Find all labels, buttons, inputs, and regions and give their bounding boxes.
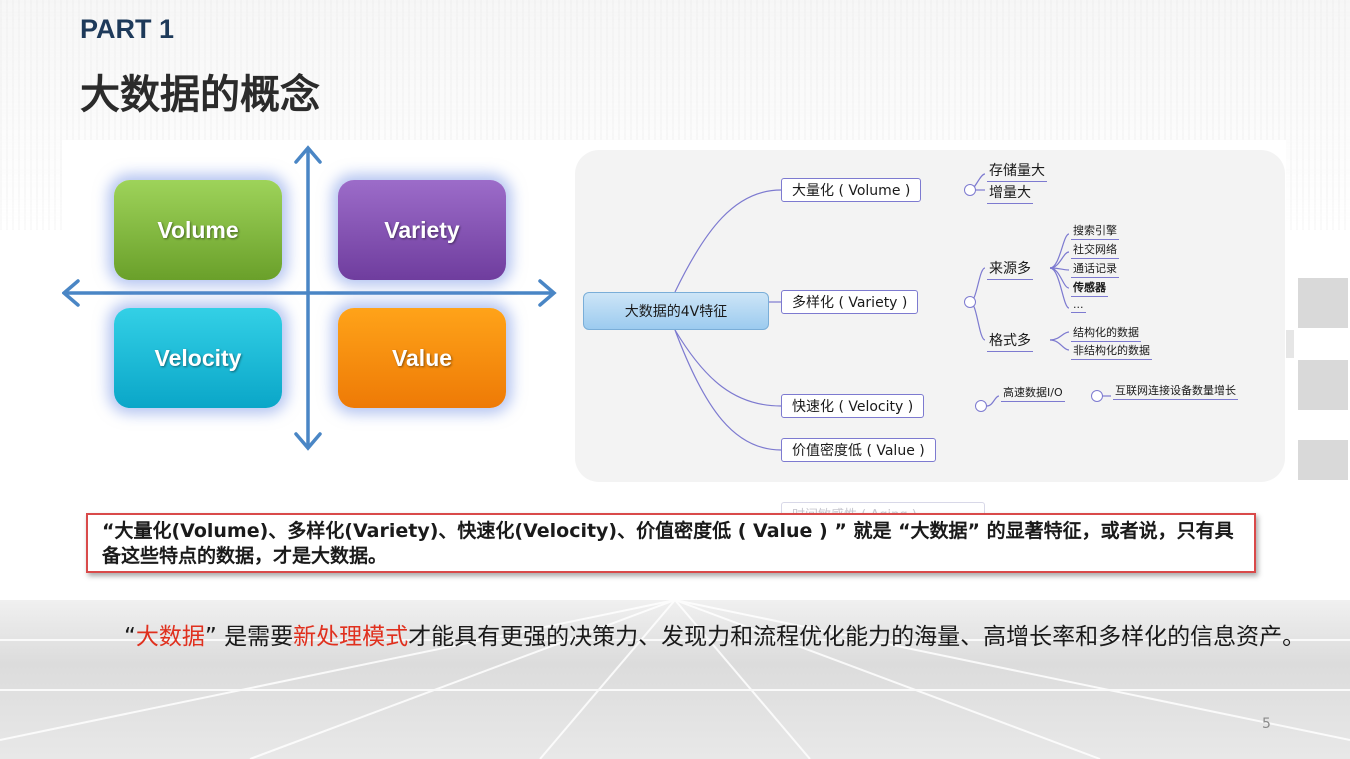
velocity-box: Velocity — [114, 308, 282, 408]
side-squares — [1280, 270, 1350, 500]
branch-velocity: 快速化 ( Velocity ) — [781, 394, 925, 418]
group-sources: 来源多 — [987, 258, 1033, 280]
quadrant-axes — [62, 145, 557, 451]
highlight-big-data: 大数据 — [135, 624, 205, 650]
collapse-icon — [964, 296, 976, 308]
variety-box: Variety — [338, 180, 506, 280]
page-number: 5 — [1262, 716, 1271, 732]
branch-volume: 大量化 ( Volume ) — [781, 178, 922, 202]
leaf-search-engine: 搜索引擎 — [1071, 222, 1119, 240]
branch-value: 价值密度低 ( Value ) — [781, 438, 936, 462]
branch-variety: 多样化 ( Variety ) — [781, 290, 919, 314]
leaf-call-records: 通话记录 — [1071, 260, 1119, 278]
leaf-unstructured: 非结构化的数据 — [1071, 342, 1152, 360]
leaf-sensor: 传感器 — [1071, 279, 1108, 297]
collapse-icon — [1091, 390, 1103, 402]
collapse-icon — [975, 400, 987, 412]
page-title: 大数据的概念 — [80, 72, 320, 118]
background-floor — [0, 600, 1350, 759]
definition-callout: “大量化(Volume)、多样化(Variety)、快速化(Velocity)、… — [86, 513, 1256, 573]
leaf-ellipsis: ... — [1071, 298, 1086, 313]
body-paragraph: “大数据” 是需要新处理模式才能具有更强的决策力、发现力和流程优化能力的海量、高… — [62, 610, 1312, 665]
leaf-social-network: 社交网络 — [1071, 241, 1119, 259]
leaf-iot-growth: 互联网连接设备数量增长 — [1113, 382, 1238, 400]
floor-grid — [0, 600, 1350, 759]
mindmap-root: 大数据的4V特征 — [583, 292, 769, 330]
body-text-segment: ” 是需要 — [204, 624, 294, 650]
highlight-new-mode: 新处理模式 — [293, 624, 409, 650]
four-v-mindmap: 大数据的4V特征 大量化 ( Volume ) 存储量大 增量大 多样化 ( V… — [575, 150, 1285, 524]
four-v-quadrant: Volume Variety Velocity Value — [62, 140, 562, 480]
leaf-structured: 结构化的数据 — [1071, 324, 1141, 342]
quote-mark: “ — [124, 624, 136, 650]
leaf-storage: 存储量大 — [987, 160, 1047, 182]
collapse-icon — [964, 184, 976, 196]
body-text-segment: 才能具有更强的决策力、发现力和流程优化能力的海量、高增长率和多样化的信息资产。 — [408, 624, 1306, 650]
value-box: Value — [338, 308, 506, 408]
leaf-increment: 增量大 — [987, 182, 1033, 204]
leaf-high-speed-io: 高速数据I/O — [1001, 384, 1065, 402]
group-formats: 格式多 — [987, 330, 1033, 352]
part-label: PART 1 — [80, 14, 175, 44]
volume-box: Volume — [114, 180, 282, 280]
